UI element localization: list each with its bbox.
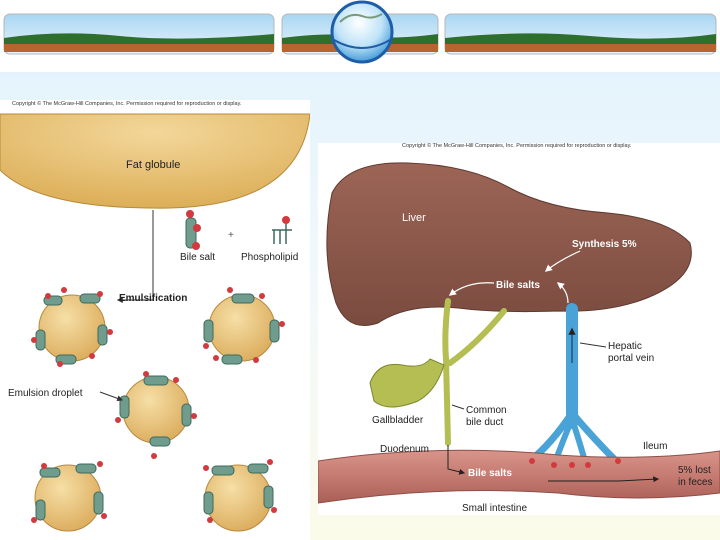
emulsification-diagram: Fat globule Bile salt + Phospholipid Emu… bbox=[0, 113, 310, 532]
fat-globule-label: Fat globule bbox=[126, 159, 180, 171]
header-banner bbox=[0, 0, 720, 72]
emulsification-label: Emulsification bbox=[119, 293, 187, 304]
small-intestine-label: Small intestine bbox=[462, 503, 527, 514]
bile-salt-molecule bbox=[185, 210, 201, 250]
plus-sign: + bbox=[228, 230, 234, 241]
lost-in-feces-label-2: in feces bbox=[678, 477, 712, 488]
banner-panel-left bbox=[3, 13, 275, 55]
common-bile-duct-label-2: bile duct bbox=[466, 417, 503, 428]
emulsification-arrow bbox=[116, 210, 154, 303]
lost-in-feces-label-1: 5% lost bbox=[678, 465, 711, 476]
globe-icon bbox=[330, 0, 394, 64]
phospholipid-label: Phospholipid bbox=[241, 252, 298, 263]
emulsion-droplet bbox=[115, 371, 197, 459]
emulsion-droplet-pointer bbox=[99, 391, 124, 402]
emulsion-droplet bbox=[203, 459, 277, 532]
common-bile-duct-pointer bbox=[451, 404, 465, 410]
synthesis-label: Synthesis 5% bbox=[572, 239, 637, 250]
hepatic-portal-vein bbox=[526, 303, 622, 468]
absorption-points bbox=[529, 458, 621, 468]
synthesis-arrow bbox=[544, 250, 581, 272]
gallbladder-label: Gallbladder bbox=[372, 415, 424, 426]
emulsion-droplet bbox=[31, 461, 107, 532]
bile-circulation-diagram: Liver Synthesis 5% Bile salts Gallbladde… bbox=[318, 162, 720, 514]
portal-return-arrow bbox=[556, 282, 569, 304]
duodenum-label: Duodenum bbox=[380, 444, 429, 455]
emulsion-droplet bbox=[31, 287, 113, 367]
gallbladder bbox=[369, 358, 445, 408]
small-intestine bbox=[318, 449, 720, 504]
liver-label: Liver bbox=[402, 212, 426, 224]
hepatic-portal-vein-label-1: Hepatic bbox=[608, 341, 642, 352]
liver bbox=[326, 162, 692, 326]
common-bile-duct-label-1: Common bbox=[466, 405, 507, 416]
ileum-label: Ileum bbox=[643, 441, 667, 452]
bile-salts-liver-label: Bile salts bbox=[496, 280, 540, 291]
emulsification-figure: Copyright © The McGraw-Hill Companies, I… bbox=[0, 100, 310, 540]
copyright-notice: Copyright © The McGraw-Hill Companies, I… bbox=[402, 143, 632, 149]
bile-release-arrow bbox=[447, 445, 466, 475]
intestinal-flow-arrow bbox=[548, 476, 660, 483]
hepatic-portal-vein-pointer bbox=[579, 342, 607, 348]
hepatic-portal-vein-label-2: portal vein bbox=[608, 353, 654, 364]
bile-duct bbox=[442, 298, 507, 446]
fat-globule bbox=[0, 113, 310, 209]
bile-salt-label: Bile salt bbox=[180, 252, 215, 263]
emulsion-droplet-label: Emulsion droplet bbox=[8, 388, 83, 399]
banner-panel-right bbox=[444, 13, 717, 55]
bile-salts-intestine-label: Bile salts bbox=[468, 468, 512, 479]
copyright-notice: Copyright © The McGraw-Hill Companies, I… bbox=[12, 101, 242, 107]
emulsion-droplet bbox=[203, 287, 285, 365]
bile-salts-liver-arrow bbox=[448, 282, 495, 296]
bile-circulation-figure: Copyright © The McGraw-Hill Companies, I… bbox=[318, 143, 720, 515]
phospholipid-molecule bbox=[272, 216, 292, 244]
